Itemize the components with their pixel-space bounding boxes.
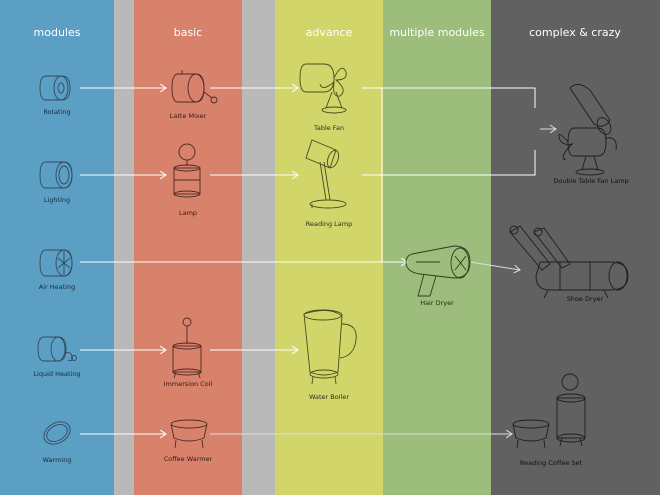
- lighting-module-icon: [39, 161, 73, 189]
- column-modules-bg: [0, 0, 114, 495]
- coffee-warmer-icon: [170, 419, 208, 449]
- label-table-fan: Table Fan: [313, 124, 344, 132]
- reading-coffee-set-icon: [512, 373, 586, 449]
- double-table-fan-lamp-icon: [558, 84, 617, 176]
- arrow-reading-lamp-to-double-lamp: [362, 150, 536, 176]
- air-heating-module-icon: [39, 249, 73, 277]
- label-latte-mixer: Latte Mixer: [170, 112, 207, 120]
- column-header-basic: basic: [174, 26, 203, 39]
- immersion-coil-icon: [172, 317, 202, 379]
- table-fan-icon: [299, 63, 347, 114]
- label-liquid-heating: Liquid Heating: [33, 370, 80, 378]
- warming-module-icon: [43, 421, 71, 445]
- column-header-modules: modules: [34, 26, 81, 39]
- rotating-module-icon: [39, 75, 71, 101]
- label-immersion-coil: Immersion Coil: [164, 380, 213, 388]
- arrow-hair-dryer-to-shoe-dryer: [469, 261, 520, 270]
- label-hair-dryer: Hair Dryer: [420, 299, 454, 307]
- water-boiler-icon: [303, 309, 357, 385]
- reading-lamp-icon: [305, 139, 347, 209]
- column-advance-bg: [275, 0, 383, 495]
- column-basic-bg: [134, 0, 242, 495]
- column-header-complex: complex & crazy: [529, 26, 621, 39]
- label-warming: Warming: [43, 456, 72, 464]
- label-lamp: Lamp: [179, 209, 197, 217]
- column-header-advance: advance: [306, 26, 353, 39]
- arrow-table-fan-to-double-lamp: [362, 87, 536, 108]
- lamp-icon: [173, 143, 201, 198]
- hair-dryer-icon: [405, 245, 471, 297]
- label-coffee-warmer: Coffee Warmer: [164, 455, 213, 463]
- label-reading-coffee-set: Reading Coffee Set: [520, 459, 583, 467]
- latte-mixer-icon: [171, 70, 218, 104]
- column-header-multiple: multiple modules: [389, 26, 485, 39]
- label-reading-lamp: Reading Lamp: [306, 220, 353, 228]
- label-air-heating: Air Heating: [39, 283, 75, 291]
- label-water-boiler: Water Boiler: [309, 393, 349, 401]
- liquid-heating-module-icon: [37, 336, 77, 362]
- label-lighting: Lighting: [44, 196, 70, 204]
- label-shoe-dryer: Shoe Dryer: [567, 295, 604, 303]
- label-rotating: Rotating: [43, 108, 70, 116]
- column-complex-bg: [491, 0, 660, 495]
- shoe-dryer-icon: [509, 225, 629, 299]
- column-multiple-bg: [383, 0, 491, 495]
- label-double-table-fan-lamp: Double Table Fan Lamp: [553, 177, 628, 185]
